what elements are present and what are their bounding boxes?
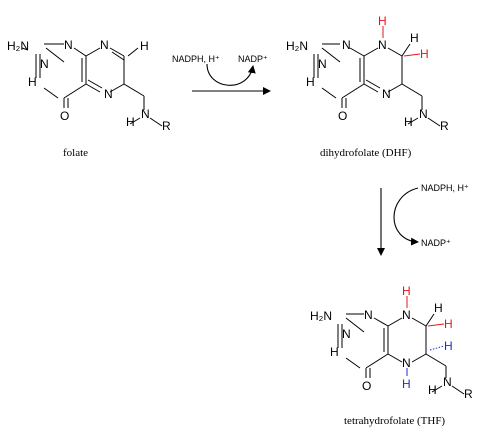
folate-n-label: N — [40, 57, 49, 71]
folate-h-label: H — [140, 39, 149, 53]
folate-n-label: N — [104, 87, 113, 101]
thf-h-label: H — [434, 301, 443, 315]
dhf-r-label: R — [440, 119, 449, 133]
dhf-h-label: H — [306, 75, 315, 89]
dhf-n-label: N — [318, 57, 327, 71]
dhf-h-label: H — [410, 31, 419, 45]
thf-added-h-label: H — [444, 339, 453, 353]
folate-r-label: R — [162, 119, 171, 133]
dhf-n-label: N — [382, 87, 391, 101]
folate-h-label: H — [28, 75, 37, 89]
thf-added-h-label: H — [444, 317, 453, 331]
reagent-nadph-label: NADPH, H⁺ — [172, 54, 220, 64]
thf-n-label: N — [364, 308, 373, 322]
dhf-caption: dihydrofolate (DHF) — [320, 147, 412, 159]
folate-bonds — [21, 43, 163, 127]
thf-r-label: R — [464, 387, 473, 401]
folate-n-label: N — [64, 38, 73, 52]
reagent-nadp-label: NADP⁺ — [238, 54, 268, 64]
folate-o-label: O — [60, 109, 69, 123]
thf-h-label: H — [428, 383, 437, 397]
folate-n-label: N — [100, 38, 109, 52]
thf-added-h-label: H — [402, 377, 411, 391]
folate-h-label: H — [126, 115, 135, 129]
thf-added-h-label: H — [402, 284, 411, 298]
dhf-h-label: H — [404, 115, 413, 129]
thf-n-label: N — [342, 327, 351, 341]
cofactor-curved-arrow — [206, 63, 256, 86]
folate-amine-label: H₂N — [7, 39, 29, 53]
thf-n-label: N — [402, 356, 411, 370]
dhf-added-h-label: H — [378, 14, 387, 28]
reaction-arrow-step2: NADPH, H⁺ NADP⁺ — [377, 183, 469, 256]
dhf-amine-label: H₂N — [286, 39, 308, 53]
thf-h-label: H — [330, 345, 339, 359]
thf-structure: H₂N N N H H H H N H N H O H N R tetrahyd… — [310, 284, 473, 427]
folate-caption: folate — [63, 147, 88, 159]
dhf-o-label: O — [338, 109, 347, 123]
thf-n-label: N — [443, 375, 452, 389]
reagent-nadp-label: NADP⁺ — [421, 238, 451, 248]
thf-bonds — [337, 296, 465, 395]
cofactor-curved-arrow — [393, 187, 419, 246]
reagent-nadph-label: NADPH, H⁺ — [421, 183, 469, 193]
reaction-arrow-step1: NADPH, H⁺ NADP⁺ — [172, 54, 271, 95]
folate-structure: H₂N N N H N H N O H N R folate — [7, 38, 171, 159]
dhf-structure: H₂N N N H H H N H N O H N R dihydrofolat… — [286, 14, 449, 159]
dhf-added-h-label: H — [420, 47, 429, 61]
dhf-n-label: N — [419, 107, 428, 121]
dhf-n-label: N — [342, 38, 351, 52]
thf-amine-label: H₂N — [310, 309, 332, 323]
dhf-bonds — [313, 26, 441, 127]
folate-n-label: N — [141, 107, 150, 121]
thf-caption: tetrahydrofolate (THF) — [344, 415, 445, 427]
thf-n-label: N — [402, 308, 411, 322]
thf-o-label: O — [362, 379, 371, 393]
dhf-n-label: N — [378, 38, 387, 52]
